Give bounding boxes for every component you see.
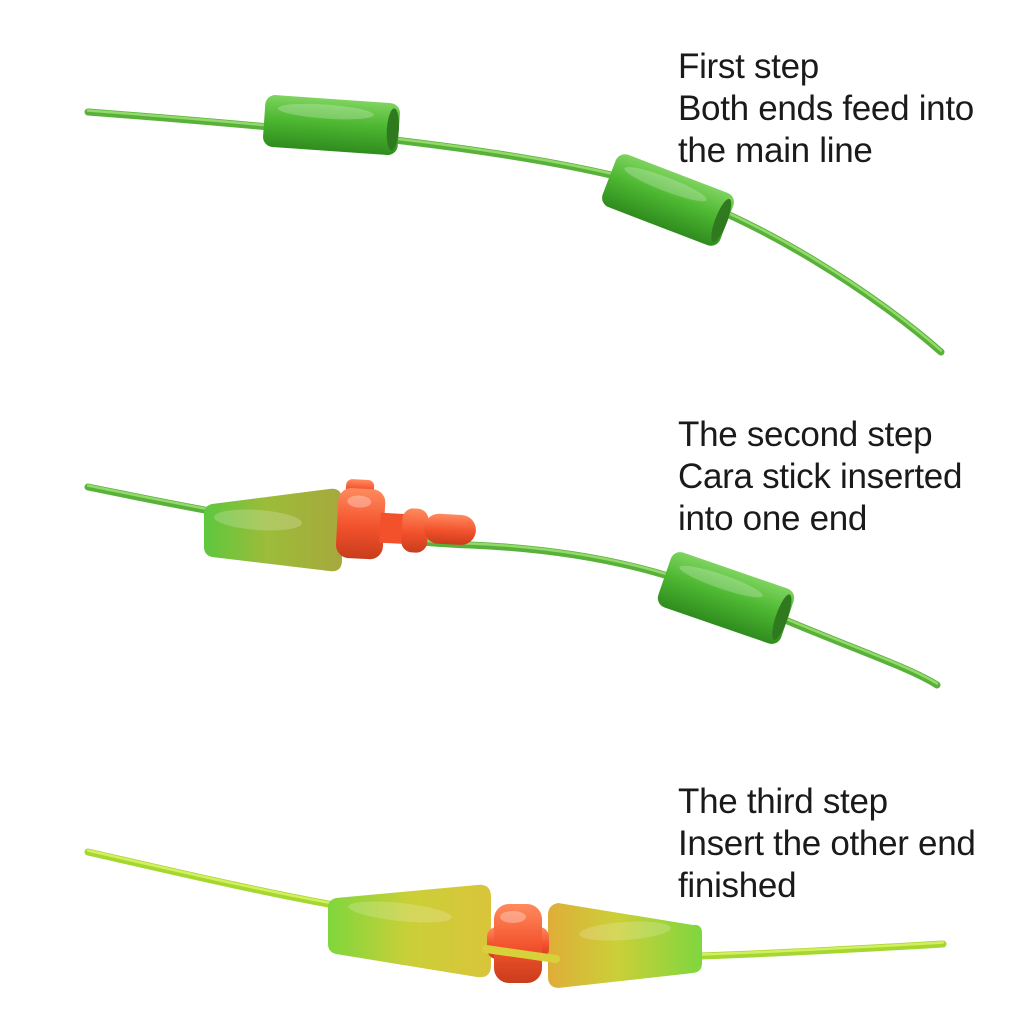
step2-caption: The second step Cara stick inserted into… (678, 414, 1020, 540)
step2-caption-line1: The second step (678, 415, 933, 454)
step3-float-stop-left-shine (348, 901, 452, 923)
step2-illustration (84, 479, 941, 689)
step3-illustration (84, 848, 947, 988)
step2-float-stop-right (657, 552, 795, 644)
step3-line-left-shine (86, 849, 347, 907)
step3-connector-ring (494, 904, 542, 983)
step1-illustration (84, 95, 945, 356)
step2-cara-stick-tip (423, 513, 476, 545)
step3-connector-shine (500, 911, 526, 923)
step2-cara-stick-ring (401, 508, 429, 553)
step2-float-stop-right-cap (772, 594, 792, 640)
step1-float-stop-left-body (263, 95, 400, 156)
step2-float-stop-cone (204, 488, 342, 572)
step1-caption-line2: Both ends feed into (678, 89, 974, 128)
step2-cara-stick (335, 479, 476, 560)
step1-caption-line1: First step (678, 47, 819, 86)
step3-float-stop-left (328, 884, 491, 978)
step3-line-left (84, 848, 349, 911)
step3-line-under-connector (482, 945, 560, 963)
step3-float-stop-right (548, 903, 702, 988)
step2-cara-stick-shine (347, 495, 372, 508)
step2-caption-line2: Cara stick inserted (678, 457, 963, 496)
step3-line-right (696, 940, 947, 960)
step3-caption-line1: The third step (678, 782, 888, 821)
step2-cara-stick-collar (335, 488, 386, 560)
step2-float-stop-cone-shine (214, 509, 302, 531)
step3-caption-line3: finished (678, 866, 797, 905)
step2-caption-line3: into one end (678, 499, 868, 538)
step3-line-right-shine (698, 941, 945, 956)
step3-float-stop-right-shine (579, 921, 671, 941)
step1-float-stop-left-cap (386, 108, 400, 151)
step1-float-stop-left-shine (278, 103, 374, 120)
step2-cara-stick-shaft (379, 512, 407, 545)
step2-float-stop-right-shine (679, 565, 763, 598)
step1-float-stop-right-cap (711, 198, 732, 243)
step1-caption: First step Both ends feed into the main … (678, 46, 1020, 172)
step1-caption-line3: the main line (678, 131, 873, 170)
step1-float-stop-left (263, 95, 400, 156)
step1-float-stop-right (602, 154, 734, 246)
step3-caption: The third step Insert the other end fini… (678, 781, 1020, 907)
step1-float-stop-right-body (602, 154, 734, 246)
step2-float-stop-right-body (657, 552, 795, 644)
step3-caption-line2: Insert the other end (678, 824, 976, 863)
step1-float-stop-right-shine (624, 166, 707, 202)
